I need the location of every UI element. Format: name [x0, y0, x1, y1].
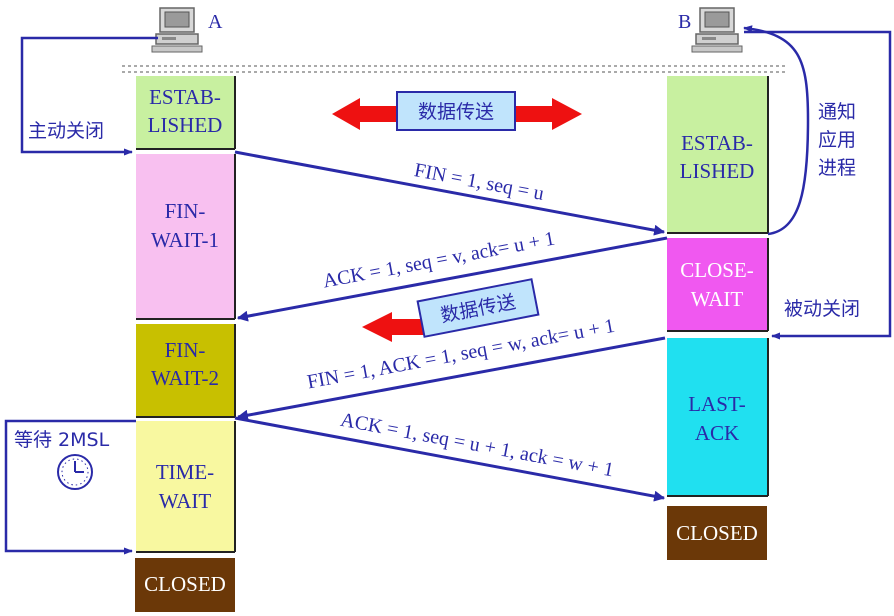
state-b-last-ack-line2: ACK [695, 421, 739, 445]
host-a-label: A [208, 11, 223, 33]
state-b-last-ack-line1: LAST- [688, 392, 746, 416]
state-b-closed: CLOSED [667, 506, 767, 560]
state-a-fin-wait-1-line2: WAIT-1 [151, 228, 219, 252]
state-a-established-line2: LISHED [148, 113, 223, 137]
state-b-closed-label: CLOSED [676, 521, 758, 545]
message-arrow-ack-1 [236, 236, 668, 322]
state-a-fin-wait-2: FIN- WAIT-2 [136, 324, 236, 418]
state-a-time-wait-line1: TIME- [156, 460, 214, 484]
state-b-established-line1: ESTAB- [681, 131, 753, 155]
data-transfer-arrow-2: 数据传送 [362, 278, 540, 342]
notify-app-line3: 进程 [818, 157, 856, 179]
notify-app-line2: 应用 [818, 129, 856, 151]
wait-2msl-connector [4, 419, 136, 555]
wait-2msl-label-bg [10, 426, 132, 452]
state-a-established: ESTAB- LISHED [136, 76, 236, 150]
clock-icon [57, 454, 93, 490]
message-arrow-fin [234, 150, 666, 236]
computer-a-icon [151, 7, 203, 53]
notify-app-connector [743, 25, 810, 236]
state-a-fin-wait-2-line2: WAIT-2 [151, 366, 219, 390]
wait-2msl-label: 等待 2MSL [14, 429, 110, 451]
message-arrow-fin-ack [236, 336, 666, 421]
active-close-label-bg [24, 116, 126, 142]
passive-close-connector [744, 30, 892, 340]
states-a: ESTAB- LISHED FIN- WAIT-1 FIN- WAIT-2 TI… [135, 76, 236, 612]
passive-close-label-bg [780, 294, 886, 322]
state-a-time-wait: TIME- WAIT [136, 421, 236, 553]
data-transfer-arrow-1: 数据传送 [332, 91, 582, 131]
state-a-established-line1: ESTAB- [149, 85, 221, 109]
states-b: ESTAB- LISHED CLOSE- WAIT LAST- ACK CLOS… [667, 76, 769, 560]
state-a-fin-wait-1: FIN- WAIT-1 [136, 154, 236, 320]
computer-b-icon [691, 7, 743, 53]
state-b-close-wait: CLOSE- WAIT [667, 238, 769, 332]
state-a-fin-wait-2-line1: FIN- [165, 338, 206, 362]
state-a-fin-wait-1-line1: FIN- [165, 199, 206, 223]
state-b-close-wait-line1: CLOSE- [680, 258, 754, 282]
state-b-established: ESTAB- LISHED [667, 76, 769, 234]
data-transfer-label-1: 数据传送 [418, 101, 494, 123]
passive-close-label: 被动关闭 [784, 298, 860, 320]
host-b-label: B [678, 11, 691, 33]
state-a-time-wait-line2: WAIT [159, 489, 212, 513]
state-a-closed-label: CLOSED [144, 572, 226, 596]
notify-app-line1: 通知 [818, 101, 856, 123]
message-arrow-ack-2 [234, 416, 666, 502]
state-b-last-ack: LAST- ACK [667, 338, 769, 497]
state-b-established-line2: LISHED [680, 159, 755, 183]
active-close-label: 主动关闭 [28, 120, 104, 142]
state-a-closed: CLOSED [135, 558, 235, 612]
active-close-connector [20, 36, 158, 156]
state-b-close-wait-line2: WAIT [691, 287, 744, 311]
